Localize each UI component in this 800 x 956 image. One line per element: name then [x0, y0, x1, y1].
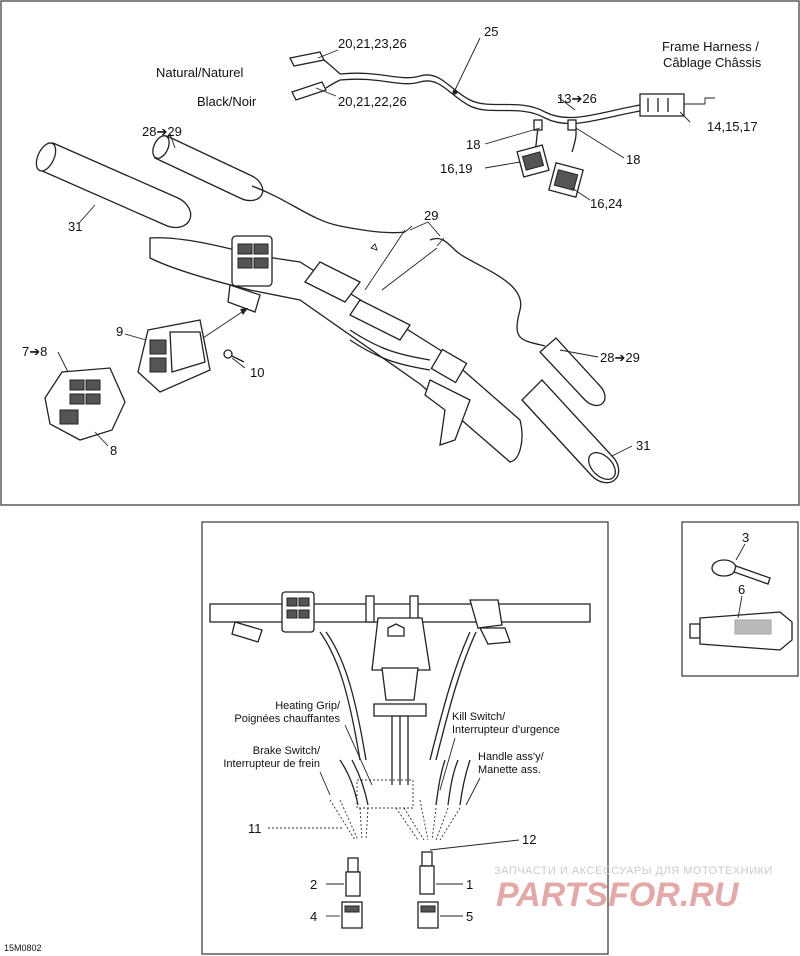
callout-31-bottom: 31: [636, 438, 650, 453]
heating-grip-label-1: Heating Grip/: [275, 700, 341, 712]
callout-16-24: 16,24: [590, 196, 623, 211]
label-natural: Natural/Naturel: [156, 65, 244, 80]
callout-14-15-17: 14,15,17: [707, 119, 758, 134]
heating-grip-label-2: Poignées chauffantes: [234, 713, 340, 725]
harness-connectors-left: [289, 51, 341, 101]
terminal-2: [345, 857, 361, 897]
housing-5: [417, 901, 439, 929]
connector-zone: [356, 779, 414, 809]
switch-housing-7-8: [44, 367, 126, 441]
wiring-panel-frame: [201, 521, 609, 955]
callout-20-21-22-26: 20,21,22,26: [338, 94, 407, 109]
frame-harness-connector: [639, 93, 715, 117]
callout-4: 4: [310, 909, 317, 924]
callout-18-left: 18: [466, 137, 480, 152]
callout-10: 10: [250, 365, 264, 380]
callout-28-29-top: 28➔29: [142, 124, 182, 139]
callout-5: 5: [466, 909, 473, 924]
frame-harness-label-2: Câblage Châssis: [663, 55, 762, 70]
grip-31-top: [35, 142, 192, 229]
callout-11: 11: [248, 821, 262, 836]
screw-10: [223, 349, 245, 363]
frame-harness-label-1: Frame Harness /: [662, 39, 759, 54]
callout-6: 6: [738, 582, 745, 597]
kill-switch-label-2: Interrupteur d'urgence: [452, 724, 560, 736]
handle-label-2: Manette ass.: [478, 764, 541, 776]
wiring-cables: [319, 631, 477, 806]
callout-7-8: 7➔8: [22, 344, 47, 359]
cable-tie-3: [711, 543, 771, 585]
accessories-panel-frame: [681, 521, 799, 677]
callout-31-top: 31: [68, 219, 82, 234]
callout-16-19: 16,19: [440, 161, 473, 176]
callout-28-29-right: 28➔29: [600, 350, 640, 365]
callout-13-26: 13➔26: [557, 91, 597, 106]
leader-lines-top: [199, 225, 445, 341]
callout-leaders-top: [57, 37, 691, 457]
callout-20-21-23-26: 20,21,23,26: [338, 36, 407, 51]
callout-2: 2: [310, 877, 317, 892]
switch-housing-9: [137, 319, 211, 393]
grease-tube-6: [689, 595, 793, 651]
handle-label-1: Handle ass'y/: [478, 751, 545, 763]
callout-18-right: 18: [626, 152, 640, 167]
grip-28-29-right: [429, 237, 606, 407]
brake-switch-label-2: Interrupteur de frein: [223, 758, 320, 770]
brake-switch-label-1: Brake Switch/: [253, 745, 321, 757]
wiring-handlebar: [209, 591, 591, 701]
callout-8: 8: [110, 443, 117, 458]
housing-4: [341, 901, 363, 929]
handlebar-assembly: [149, 235, 523, 463]
watermark-line-2: PARTSFOR.RU: [496, 876, 740, 914]
callout-12: 12: [522, 832, 536, 847]
callout-9: 9: [116, 324, 123, 339]
connector-16-24: [548, 162, 584, 198]
grip-31-bottom: [521, 379, 620, 484]
callout-1: 1: [466, 877, 473, 892]
watermark-line-1: ЗАПЧАСТИ И АКСЕССУАРЫ ДЛЯ МОТОТЕХНИКИ: [494, 865, 773, 877]
callout-3: 3: [742, 530, 749, 545]
wiring-dashed-fan: [329, 799, 461, 841]
label-black: Black/Noir: [197, 94, 257, 109]
callout-25: 25: [484, 24, 498, 39]
grip-28-29-top: [152, 135, 406, 234]
callout-29: 29: [424, 208, 438, 223]
connector-16-19: [516, 144, 550, 178]
terminal-1: [419, 851, 435, 895]
kill-switch-label-1: Kill Switch/: [452, 711, 506, 723]
diagram-code: 15M0802: [4, 943, 42, 953]
top-panel-frame: [0, 0, 800, 506]
wiring-leaders: [268, 724, 520, 917]
